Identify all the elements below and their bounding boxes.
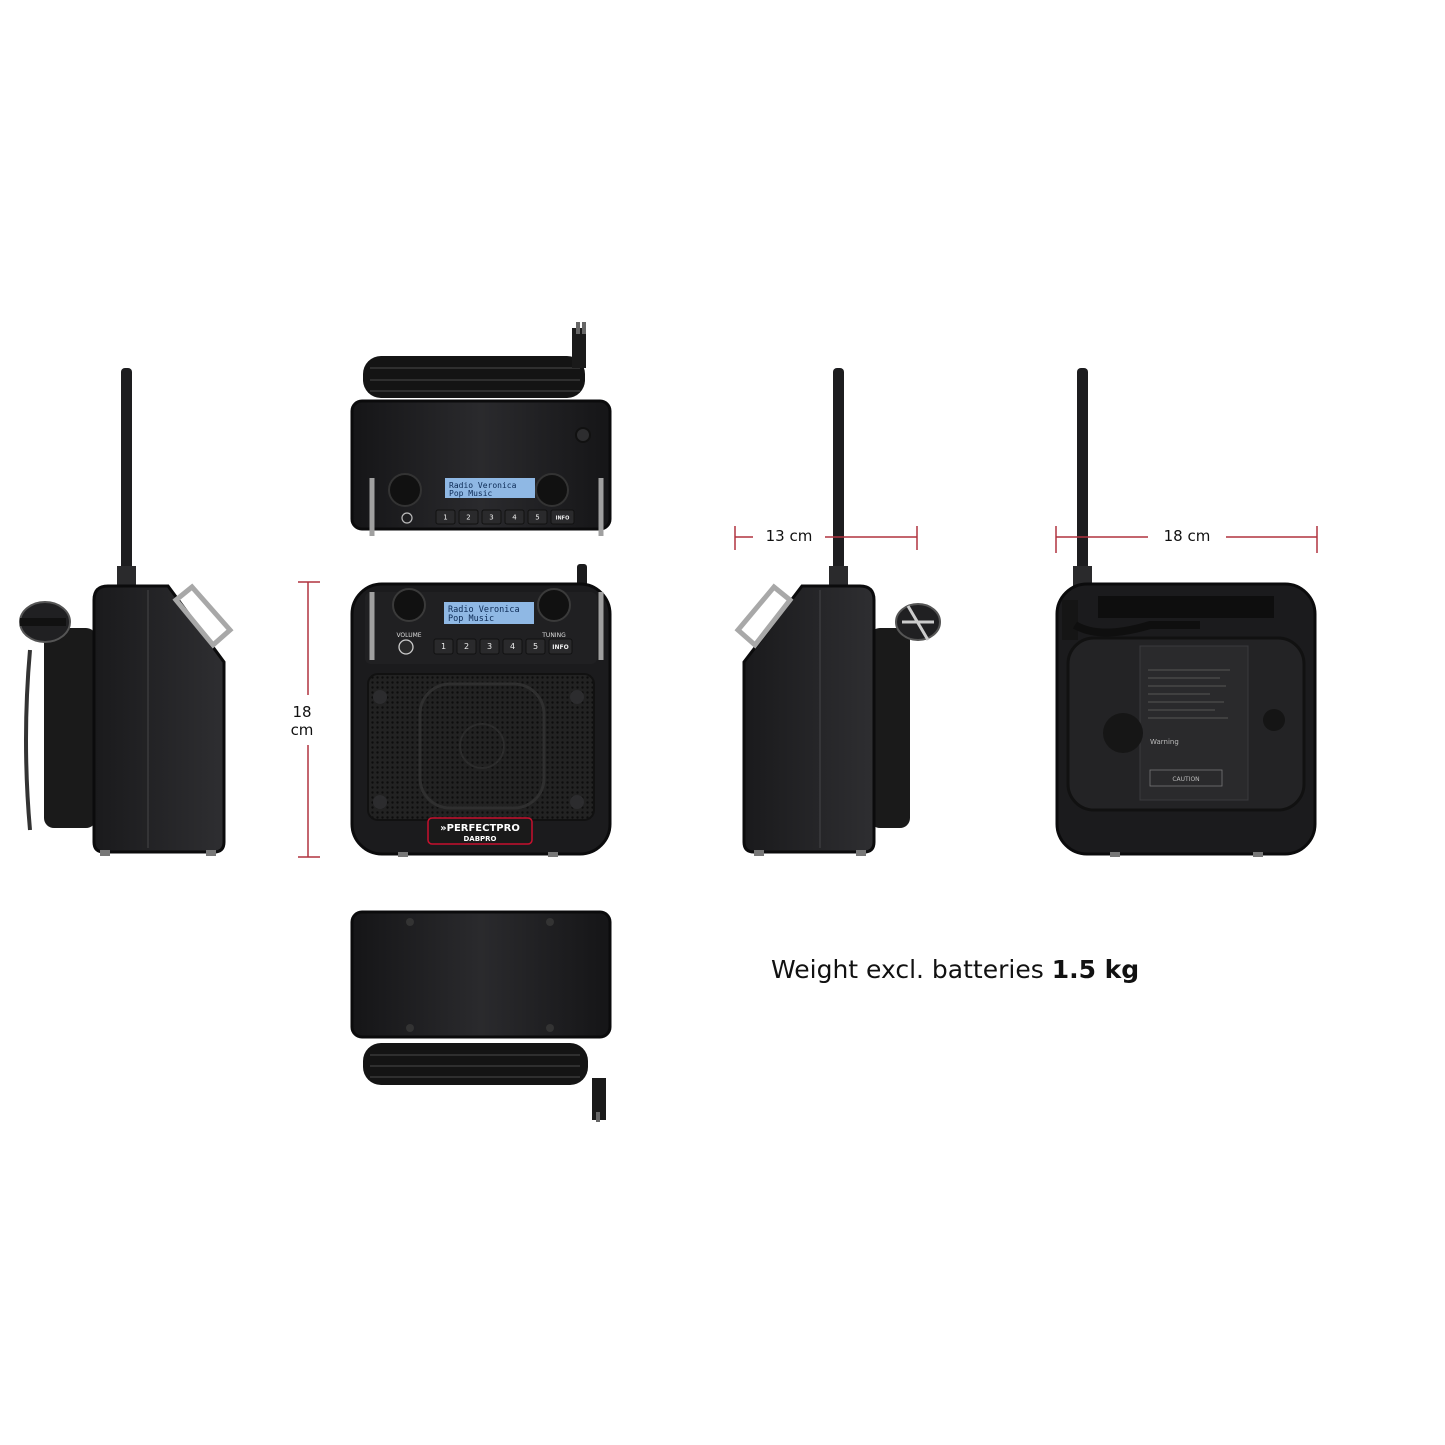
weight-value: 1.5 kg [1051, 955, 1140, 984]
preset-label-3: 3 [489, 513, 493, 521]
volume-knob-top [388, 473, 422, 507]
carry-handle [172, 583, 234, 649]
weight-prefix: Weight excl. batteries [771, 955, 1044, 984]
depth-dimension: 13 cm [765, 527, 813, 545]
volume-knob[interactable] [392, 588, 426, 622]
dimension-lines [298, 526, 1318, 858]
speaker-grill [367, 673, 595, 821]
preset-label-5: 5 [535, 513, 539, 521]
preset-label-1: 1 [443, 513, 447, 521]
lcd-top [445, 478, 535, 498]
tuning-knob-top [535, 473, 569, 507]
info-label: INFO [552, 644, 568, 651]
bottom-body [350, 910, 612, 1039]
preset-button-1[interactable] [435, 509, 456, 525]
side-body-right [742, 584, 876, 854]
lcd-front-line1: Radio Veronica [448, 605, 520, 615]
preset-label-3: 3 [487, 642, 492, 651]
cable-coil-top [363, 356, 585, 398]
antenna-right [833, 368, 844, 586]
right-side-view [734, 368, 941, 856]
preset-label-1: 1 [441, 642, 446, 651]
height-unit: cm [290, 721, 314, 739]
caution-label: CAUTION [1172, 776, 1199, 783]
cable-reel [44, 628, 96, 828]
lcd-front [444, 602, 534, 624]
warning-label: Warning [1150, 738, 1179, 746]
logo-plate [427, 817, 533, 845]
volume-label: VOLUME [396, 632, 421, 639]
power-button[interactable] [398, 639, 414, 655]
back-view: Warning CAUTION [1055, 368, 1317, 857]
side-body [92, 584, 226, 854]
front-view: VOLUME TUNING Radio Veronica Pop Music 1… [350, 564, 612, 857]
height-dimension: 18 cm [280, 703, 324, 739]
preset-label-4: 4 [510, 642, 515, 651]
preset-button-5[interactable] [525, 638, 546, 655]
info-button[interactable] [550, 509, 575, 525]
preset-label-2: 2 [466, 513, 470, 521]
preset-label-4: 4 [512, 513, 517, 521]
left-side-view [19, 368, 234, 856]
height-value: 18 [292, 703, 312, 721]
preset-button-3[interactable] [481, 509, 502, 525]
tuning-knob[interactable] [537, 588, 571, 622]
tuning-label: TUNING [541, 632, 566, 639]
bottom-view [350, 910, 612, 1122]
preset-button-3[interactable] [479, 638, 500, 655]
lcd-front-line2: Pop Music [448, 614, 494, 624]
model-name: DABPRO [463, 835, 496, 843]
preset-button-4[interactable] [504, 509, 525, 525]
lcd-top-line2: Pop Music [449, 489, 493, 498]
preset-label-2: 2 [464, 642, 469, 651]
preset-button-1[interactable] [433, 638, 454, 655]
brand-logo: »PERFECTPRO [440, 823, 520, 834]
top-view: Radio Veronica Pop Music 1 2 3 4 5 INFO [350, 322, 612, 536]
antenna-back [1077, 368, 1088, 586]
preset-label-5: 5 [533, 642, 538, 651]
width-dimension: 18 cm [1163, 527, 1211, 545]
antenna [121, 368, 132, 586]
lcd-top-line1: Radio Veronica [449, 481, 517, 490]
weight-caption: Weight excl. batteries 1.5 kg [771, 955, 1139, 984]
info-label: INFO [556, 515, 570, 521]
preset-button-2[interactable] [456, 638, 477, 655]
info-button[interactable] [548, 638, 573, 655]
cable-coil-bottom [363, 1043, 588, 1085]
preset-button-2[interactable] [458, 509, 479, 525]
preset-button-4[interactable] [502, 638, 523, 655]
preset-button-5[interactable] [527, 509, 548, 525]
rating-label [1139, 645, 1249, 801]
